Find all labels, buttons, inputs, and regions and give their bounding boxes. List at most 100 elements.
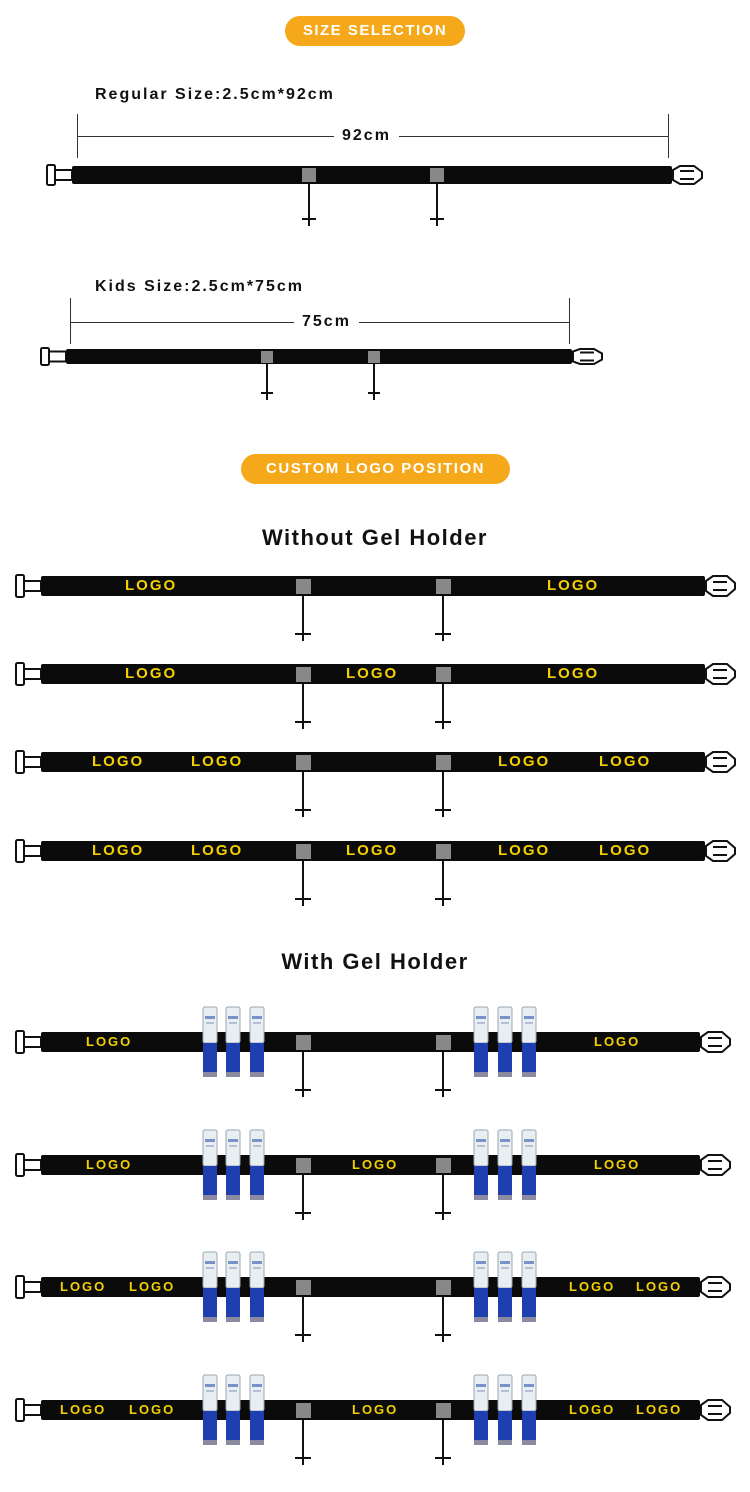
bib-loop — [295, 666, 311, 682]
buckle-right-icon — [672, 164, 704, 191]
energy-gel-icon — [248, 1374, 266, 1451]
elastic-cord — [442, 684, 444, 729]
race-belt-strap — [41, 664, 705, 684]
bib-loop — [368, 350, 380, 363]
elastic-cord — [302, 1052, 304, 1097]
cord-toggle — [295, 1334, 311, 1336]
energy-gel-icon — [472, 1129, 490, 1206]
logo-placement: LOGO — [346, 664, 399, 682]
buckle-right-icon — [705, 662, 737, 691]
energy-gel-icon — [248, 1006, 266, 1083]
logo-placement: LOGO — [60, 1278, 107, 1294]
without-gel-heading: Without Gel Holder — [261, 525, 488, 550]
kids-dim-tick-left — [70, 298, 71, 344]
logo-placement: LOGO — [498, 841, 551, 859]
energy-gel-icon — [248, 1129, 266, 1206]
logo-placement: LOGO — [594, 1156, 641, 1172]
logo-placement: LOGO — [191, 841, 244, 859]
cord-toggle — [430, 218, 444, 220]
buckle-left-icon — [15, 750, 42, 779]
bib-loop — [435, 754, 451, 770]
energy-gel-icon — [520, 1129, 538, 1206]
elastic-cord — [308, 184, 310, 226]
energy-gel-icon — [472, 1006, 490, 1083]
energy-gel-icon — [224, 1129, 242, 1206]
elastic-cord — [442, 1175, 444, 1220]
logo-placement: LOGO — [569, 1401, 616, 1417]
cord-toggle — [435, 633, 451, 635]
elastic-cord — [302, 596, 304, 641]
logo-placement: LOGO — [352, 1156, 399, 1172]
cord-toggle — [435, 721, 451, 723]
cord-toggle — [295, 721, 311, 723]
race-belt-strap — [72, 166, 672, 184]
elastic-cord — [442, 772, 444, 817]
buckle-right-icon — [700, 1275, 732, 1304]
kids-size-label: Kids Size:2.5cm*75cm — [95, 278, 304, 295]
elastic-cord — [442, 1297, 444, 1342]
logo-placement: LOGO — [346, 841, 399, 859]
logo-placement: LOGO — [547, 576, 600, 594]
elastic-cord — [302, 1297, 304, 1342]
elastic-cord — [266, 364, 268, 400]
bib-loop — [295, 1402, 311, 1418]
bib-loop — [295, 1157, 311, 1173]
energy-gel-icon — [496, 1006, 514, 1083]
regular-size-label: Regular Size:2.5cm*92cm — [95, 86, 335, 103]
cord-toggle — [295, 633, 311, 635]
energy-gel-icon — [248, 1251, 266, 1328]
cord-toggle — [261, 392, 273, 394]
energy-gel-icon — [496, 1129, 514, 1206]
race-belt-strap — [41, 752, 705, 772]
energy-gel-icon — [520, 1374, 538, 1451]
bib-loop — [435, 1402, 451, 1418]
cord-toggle — [368, 392, 380, 394]
logo-placement: LOGO — [594, 1033, 641, 1049]
elastic-cord — [302, 1420, 304, 1465]
elastic-cord — [442, 1420, 444, 1465]
buckle-right-icon — [700, 1398, 732, 1427]
cord-toggle — [435, 809, 451, 811]
bib-loop — [430, 168, 444, 182]
cord-toggle — [295, 1457, 311, 1459]
cord-toggle — [295, 809, 311, 811]
cord-toggle — [435, 1457, 451, 1459]
energy-gel-icon — [201, 1129, 219, 1206]
bib-loop — [295, 1034, 311, 1050]
buckle-right-icon — [700, 1153, 732, 1182]
logo-placement: LOGO — [86, 1033, 133, 1049]
logo-placement: LOGO — [92, 752, 145, 770]
kids-length-text: 75cm — [294, 313, 359, 331]
buckle-left-icon — [15, 574, 42, 603]
elastic-cord — [302, 772, 304, 817]
elastic-cord — [442, 596, 444, 641]
bib-loop — [435, 1157, 451, 1173]
energy-gel-icon — [472, 1251, 490, 1328]
energy-gel-icon — [224, 1006, 242, 1083]
cord-toggle — [435, 898, 451, 900]
logo-placement: LOGO — [352, 1401, 399, 1417]
cord-toggle — [435, 1089, 451, 1091]
logo-placement: LOGO — [636, 1401, 683, 1417]
buckle-left-icon — [15, 662, 42, 691]
race-belt-strap — [66, 349, 572, 364]
bib-loop — [295, 843, 311, 859]
buckle-right-icon — [700, 1030, 732, 1059]
energy-gel-icon — [201, 1374, 219, 1451]
energy-gel-icon — [224, 1251, 242, 1328]
with-gel-heading: With Gel Holder — [281, 949, 469, 974]
custom-logo-position-badge: CUSTOM LOGO POSITION — [241, 454, 510, 484]
elastic-cord — [302, 861, 304, 906]
energy-gel-icon — [201, 1006, 219, 1083]
logo-placement: LOGO — [547, 664, 600, 682]
bib-loop — [295, 754, 311, 770]
bib-loop — [295, 1279, 311, 1295]
elastic-cord — [436, 184, 438, 226]
logo-placement: LOGO — [569, 1278, 616, 1294]
bib-loop — [435, 1034, 451, 1050]
buckle-left-icon — [46, 164, 73, 191]
energy-gel-icon — [496, 1374, 514, 1451]
energy-gel-icon — [520, 1006, 538, 1083]
logo-placement: LOGO — [599, 752, 652, 770]
cord-toggle — [295, 898, 311, 900]
